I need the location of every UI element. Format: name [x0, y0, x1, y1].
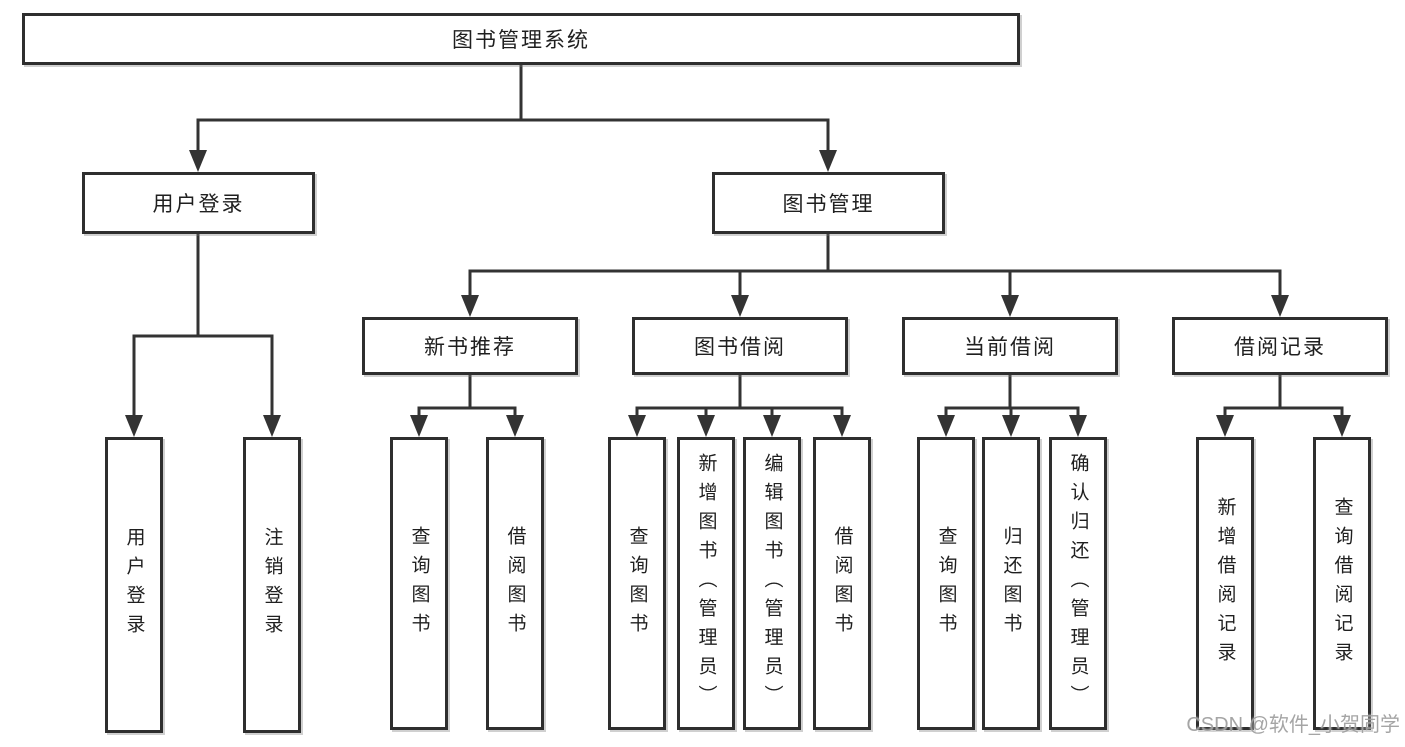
node-book-borrowing: 图书借阅	[632, 317, 848, 375]
leaf-confirm-return-admin: 确认归还（管理员）	[1049, 437, 1107, 730]
leaf-borrow-books-borrowing: 借阅图书	[813, 437, 871, 730]
leaf-add-borrow-record-label: 新增借阅记录	[1214, 496, 1236, 671]
leaf-query-books-recommend-label: 查询图书	[408, 525, 430, 642]
arrow-down-icon	[263, 415, 281, 437]
node-user-login: 用户登录	[82, 172, 315, 234]
node-current-borrowing-label: 当前借阅	[964, 336, 1056, 359]
leaf-user-login: 用户登录	[105, 437, 163, 733]
leaf-add-book-admin-label: 新增图书（管理员）	[695, 453, 717, 714]
leaf-edit-book-admin-label: 编辑图书（管理员）	[761, 453, 783, 714]
leaf-query-books-recommend: 查询图书	[390, 437, 448, 730]
leaf-query-books-borrowing: 查询图书	[608, 437, 666, 730]
leaf-user-login-label: 用户登录	[123, 527, 145, 643]
node-new-book-recommend-label: 新书推荐	[424, 336, 516, 359]
arrow-down-icon	[1002, 415, 1020, 437]
leaf-edit-book-admin: 编辑图书（管理员）	[743, 437, 801, 730]
arrow-down-icon	[628, 415, 646, 437]
arrow-down-icon	[1069, 415, 1087, 437]
leaf-logout-label: 注销登录	[261, 527, 283, 643]
node-root-label: 图书管理系统	[452, 29, 590, 52]
arrow-down-icon	[461, 295, 479, 317]
node-user-login-label: 用户登录	[152, 193, 245, 216]
leaf-query-books-borrowing-label: 查询图书	[626, 525, 648, 642]
node-book-borrowing-label: 图书借阅	[694, 336, 786, 359]
leaf-logout: 注销登录	[243, 437, 301, 733]
arrow-down-icon	[731, 295, 749, 317]
watermark: CSDN @软件_小贺同学	[1186, 714, 1400, 736]
arrow-down-icon	[833, 415, 851, 437]
node-new-book-recommend: 新书推荐	[362, 317, 578, 375]
leaf-borrow-books-recommend: 借阅图书	[486, 437, 544, 730]
node-book-management-label: 图书管理	[782, 193, 875, 216]
node-current-borrowing: 当前借阅	[902, 317, 1118, 375]
leaf-query-borrow-record: 查询借阅记录	[1313, 437, 1371, 730]
arrow-down-icon	[1271, 295, 1289, 317]
arrow-down-icon	[697, 415, 715, 437]
leaf-query-books-current-label: 查询图书	[935, 525, 957, 642]
arrow-down-icon	[1333, 415, 1351, 437]
arrow-down-icon	[937, 415, 955, 437]
arrow-down-icon	[1216, 415, 1234, 437]
arrow-down-icon	[189, 150, 207, 172]
leaf-confirm-return-admin-label: 确认归还（管理员）	[1067, 453, 1089, 714]
node-book-management: 图书管理	[712, 172, 945, 234]
leaf-query-books-current: 查询图书	[917, 437, 975, 730]
leaf-borrow-books-recommend-label: 借阅图书	[504, 525, 526, 642]
arrow-down-icon	[410, 415, 428, 437]
leaf-return-books-label: 归还图书	[1000, 525, 1022, 642]
leaf-borrow-books-borrowing-label: 借阅图书	[831, 525, 853, 642]
arrow-down-icon	[125, 415, 143, 437]
leaf-add-book-admin: 新增图书（管理员）	[677, 437, 735, 730]
arrow-down-icon	[763, 415, 781, 437]
arrow-down-icon	[506, 415, 524, 437]
node-root: 图书管理系统	[22, 13, 1020, 65]
node-borrowing-records-label: 借阅记录	[1234, 336, 1326, 359]
arrow-down-icon	[1001, 295, 1019, 317]
node-borrowing-records: 借阅记录	[1172, 317, 1388, 375]
leaf-add-borrow-record: 新增借阅记录	[1196, 437, 1254, 730]
leaf-return-books: 归还图书	[982, 437, 1040, 730]
arrow-down-icon	[819, 150, 837, 172]
leaf-query-borrow-record-label: 查询借阅记录	[1331, 496, 1353, 671]
